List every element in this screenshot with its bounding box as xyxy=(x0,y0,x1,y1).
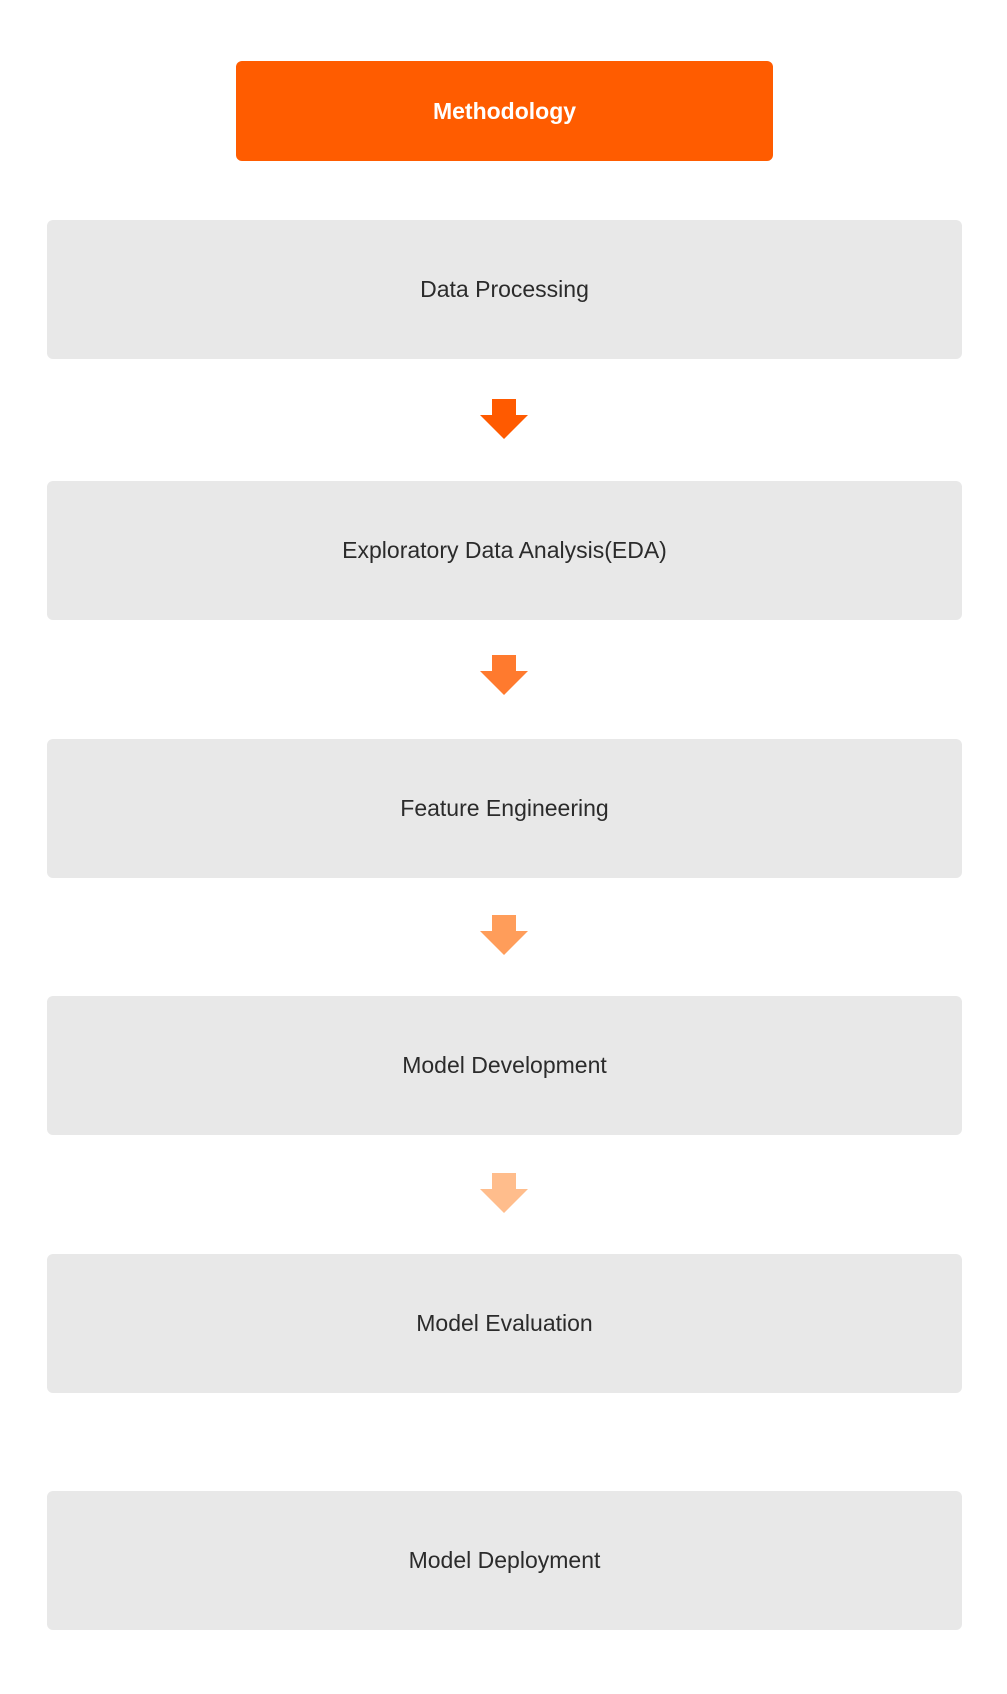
arrow-down-icon xyxy=(480,655,528,695)
step-model-deployment: Model Deployment xyxy=(47,1491,962,1630)
step-data-processing: Data Processing xyxy=(47,220,962,359)
methodology-header: Methodology xyxy=(236,61,773,161)
step-model-evaluation: Model Evaluation xyxy=(47,1254,962,1393)
step-model-development: Model Development xyxy=(47,996,962,1135)
page-title: Methodology xyxy=(432,97,577,124)
arrow-down-icon xyxy=(480,915,528,955)
step-eda: Exploratory Data Analysis(EDA) xyxy=(47,481,962,620)
arrow-down-icon xyxy=(480,399,528,439)
step-label: Feature Engineering xyxy=(400,795,609,821)
step-label: Model Development xyxy=(402,1052,607,1078)
step-feature-engineering: Feature Engineering xyxy=(47,739,962,878)
step-label: Data Processing xyxy=(420,276,589,302)
step-label: Exploratory Data Analysis(EDA) xyxy=(342,537,667,563)
step-label: Model Deployment xyxy=(408,1547,601,1573)
step-label: Model Evaluation xyxy=(416,1310,593,1336)
arrow-down-icon xyxy=(480,1173,528,1213)
